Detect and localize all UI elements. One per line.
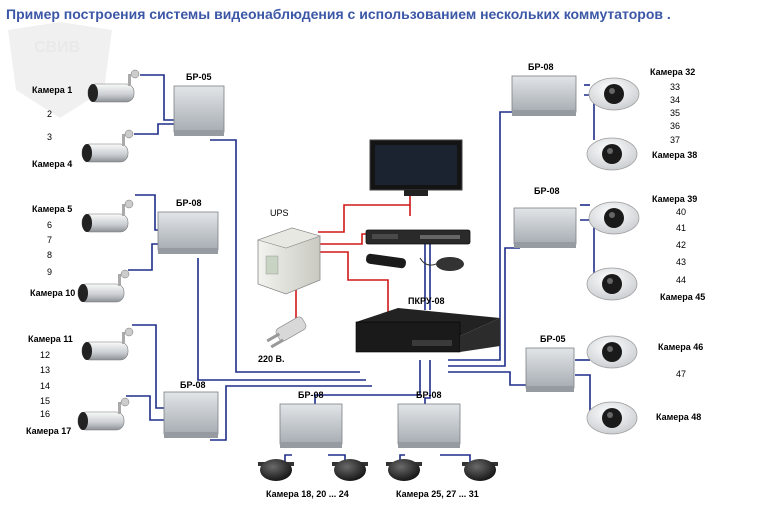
pkru-rack-switch: ПКРУ-08	[355, 296, 500, 353]
label-camera-45: Камера 45	[660, 292, 705, 302]
power-plug: 220 В.	[258, 316, 307, 364]
label-camera-35: 35	[670, 108, 680, 118]
label-camera-11: Камера 11	[28, 334, 73, 344]
bullet-camera-1	[87, 69, 140, 103]
label-camera-3: 3	[47, 132, 52, 142]
label-camera-10: Камера 10	[30, 288, 75, 298]
dark-dome-camera-4	[462, 459, 498, 481]
remote-control	[366, 253, 406, 269]
bottom-camera-labels: Камера 18, 20 ... 24 Камера 25, 27 ... 3…	[266, 489, 479, 499]
switch-box-tl: БР-05	[173, 72, 225, 136]
switch-label-br: БР-05	[540, 334, 565, 344]
label-camera-12: 12	[40, 350, 50, 360]
bullet-camera-11	[81, 327, 134, 361]
dome-camera-45	[586, 267, 638, 301]
label-camera-48: Камера 48	[656, 412, 701, 422]
label-cameras-25-31: Камера 25, 27 ... 31	[396, 489, 479, 499]
label-camera-47: 47	[676, 369, 686, 379]
switch-box-bc2: БР-08	[397, 390, 461, 448]
switch-box-ml: БР-08	[157, 198, 219, 254]
watermark-logo: СВИВ	[8, 22, 112, 118]
label-camera-1: Камера 1	[32, 85, 72, 95]
dvr-recorder	[365, 229, 471, 245]
label-camera-13: 13	[40, 365, 50, 375]
power-label: 220 В.	[258, 354, 285, 364]
label-cameras-18-24: Камера 18, 20 ... 24	[266, 489, 349, 499]
bullet-camera-10	[77, 269, 130, 303]
dark-dome-camera-1	[258, 459, 294, 481]
label-camera-15: 15	[40, 396, 50, 406]
switch-label-ml: БР-08	[176, 198, 201, 208]
power-cables	[295, 192, 411, 322]
label-camera-5: Камера 5	[32, 204, 72, 214]
mouse	[419, 257, 464, 271]
bullet-camera-4	[81, 129, 134, 163]
label-camera-16: 16	[40, 409, 50, 419]
left-camera-labels: Камера 1 2 3 Камера 4 Камера 5 6 7 8 9 К…	[26, 85, 75, 436]
label-camera-34: 34	[670, 95, 680, 105]
switch-box-tr: БР-08	[511, 62, 577, 116]
dome-camera-38	[586, 137, 638, 171]
right-camera-labels: Камера 32 33 34 35 36 37 Камера 38 Камер…	[650, 67, 705, 422]
label-camera-7: 7	[47, 235, 52, 245]
label-camera-43: 43	[676, 257, 686, 267]
watermark-text: СВИВ	[34, 39, 80, 56]
switch-label-bl: БР-08	[180, 380, 205, 390]
switch-label-bc2: БР-08	[416, 390, 441, 400]
switch-box-bl: БР-08	[163, 380, 219, 438]
label-camera-6: 6	[47, 220, 52, 230]
label-camera-4: Камера 4	[32, 159, 72, 169]
label-camera-9: 9	[47, 267, 52, 277]
label-camera-41: 41	[676, 223, 686, 233]
bullet-camera-5	[81, 199, 134, 233]
label-camera-14: 14	[40, 381, 50, 391]
label-camera-42: 42	[676, 240, 686, 250]
label-camera-44: 44	[676, 275, 686, 285]
label-camera-36: 36	[670, 121, 680, 131]
dome-camera-46	[586, 335, 638, 369]
dark-dome-camera-2	[332, 459, 368, 481]
switch-box-br: БР-05	[525, 334, 575, 392]
dome-camera-32	[588, 77, 640, 111]
label-camera-38: Камера 38	[652, 150, 697, 160]
label-camera-46: Камера 46	[658, 342, 703, 352]
label-camera-37: 37	[670, 135, 680, 145]
switch-box-mr: БР-08	[513, 186, 577, 248]
pkru-label: ПКРУ-08	[408, 296, 444, 306]
label-camera-2: 2	[47, 109, 52, 119]
switch-label-mr: БР-08	[534, 186, 559, 196]
switch-box-bc1: БР-08	[279, 390, 343, 448]
dome-camera-48	[586, 401, 638, 435]
switch-label-bc1: БР-08	[298, 390, 323, 400]
bullet-camera-17	[77, 397, 130, 431]
page-title: Пример построения системы видеонаблюдени…	[6, 6, 671, 22]
label-camera-8: 8	[47, 250, 52, 260]
label-camera-33: 33	[670, 82, 680, 92]
label-camera-32: Камера 32	[650, 67, 695, 77]
label-camera-39: Камера 39	[652, 194, 697, 204]
dark-dome-camera-3	[386, 459, 422, 481]
ups-label: UPS	[270, 208, 289, 218]
switch-label-tl: БР-05	[186, 72, 211, 82]
dome-camera-39	[588, 201, 640, 235]
switch-label-tr: БР-08	[528, 62, 553, 72]
monitor	[369, 139, 463, 196]
label-camera-17: Камера 17	[26, 426, 71, 436]
ups-device: UPS	[257, 208, 321, 295]
label-camera-40: 40	[676, 207, 686, 217]
